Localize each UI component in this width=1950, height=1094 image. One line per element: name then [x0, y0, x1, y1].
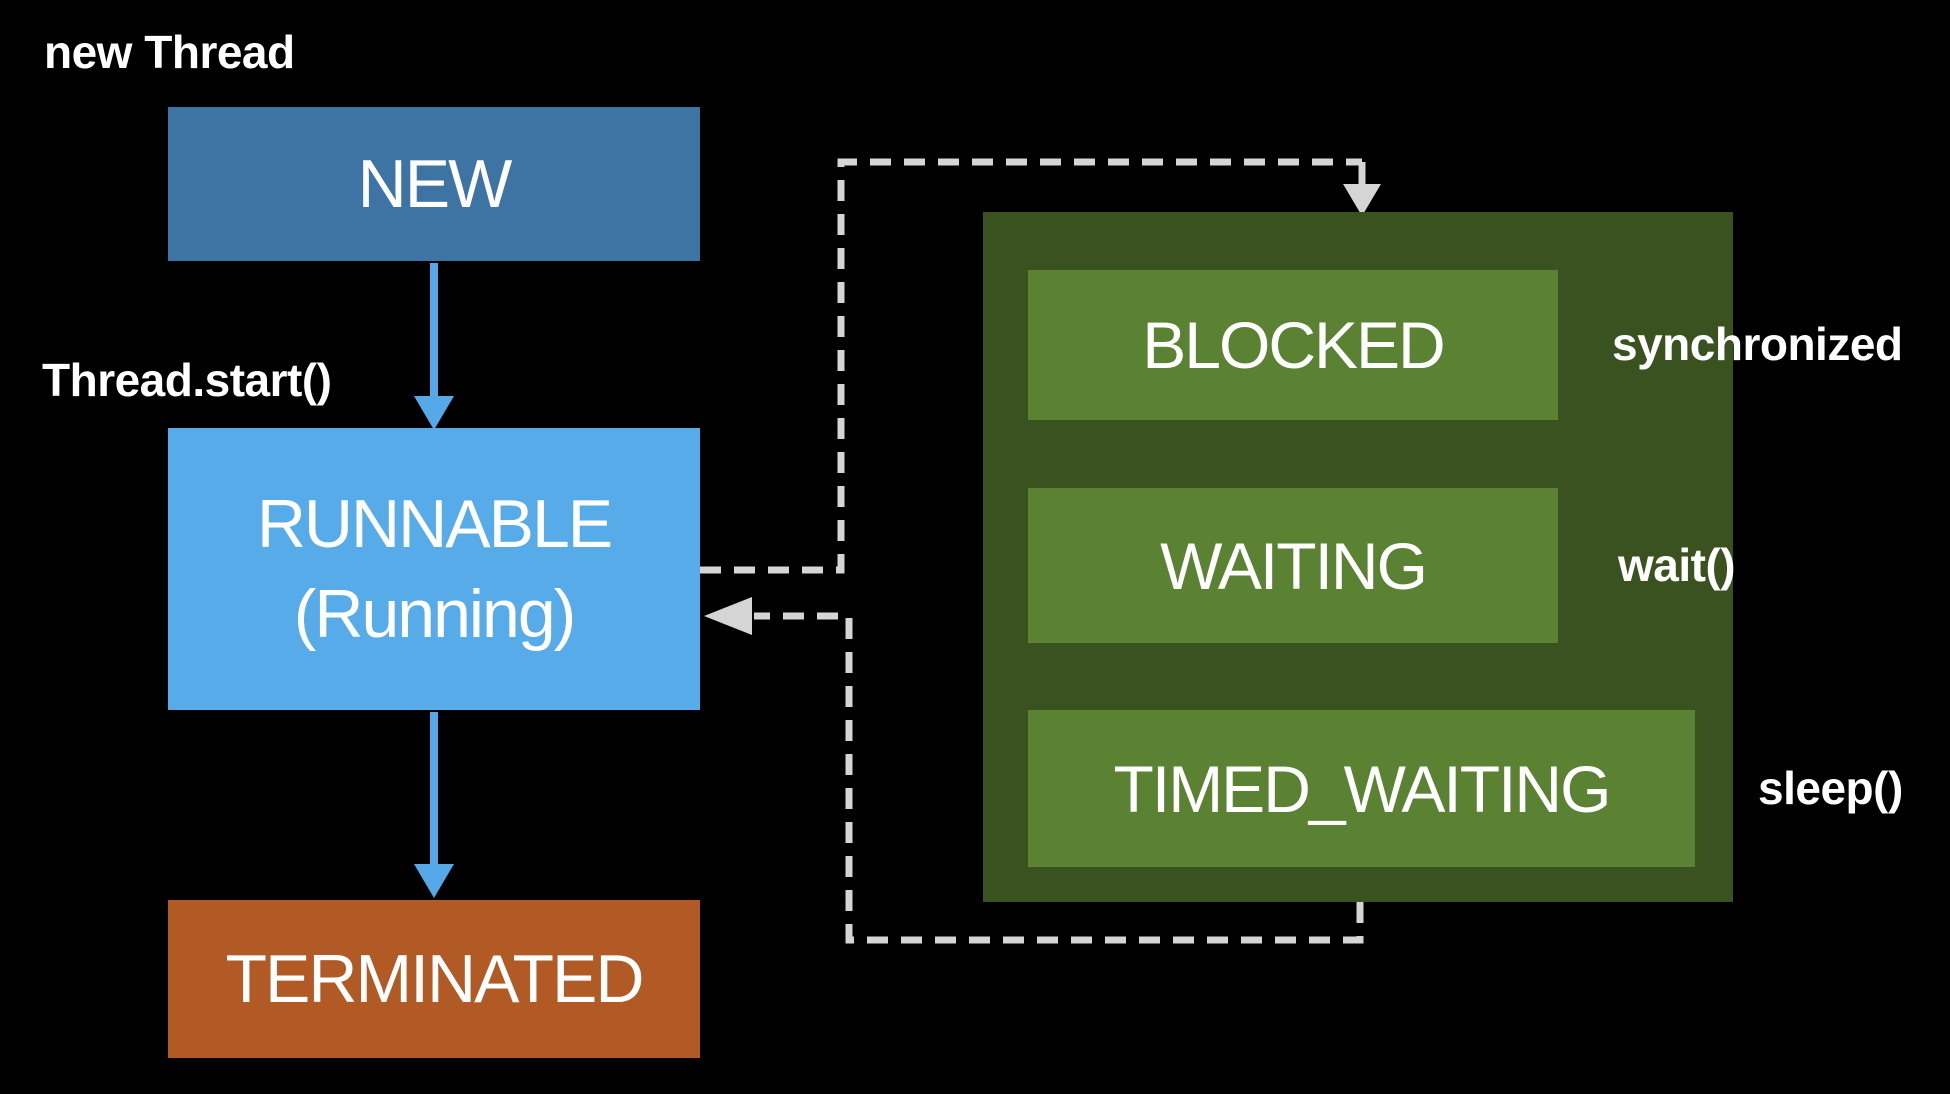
- state-box-waiting: WAITING: [1028, 488, 1558, 643]
- state-label-waiting: WAITING: [1160, 528, 1428, 603]
- arrow-runnable-to-terminated-head: [414, 864, 454, 898]
- arrow-new-to-runnable-head: [414, 396, 454, 430]
- state-box-blocked: BLOCKED: [1028, 270, 1558, 420]
- state-box-new: NEW: [168, 107, 700, 261]
- state-box-timed-waiting: TIMED_WAITING: [1028, 710, 1695, 867]
- thread-start-label: Thread.start(): [42, 354, 332, 406]
- state-label-blocked: BLOCKED: [1142, 308, 1445, 382]
- wait-annotation-label: wait(): [1618, 539, 1736, 591]
- state-label-runnable-line2: (Running): [293, 576, 577, 652]
- state-label-new: NEW: [357, 146, 513, 222]
- state-label-timed-waiting: TIMED_WAITING: [1113, 751, 1612, 826]
- new-thread-label: new Thread: [44, 26, 295, 78]
- synchronized-annotation-label: synchronized: [1612, 318, 1903, 370]
- state-box-terminated: TERMINATED: [168, 900, 700, 1058]
- state-label-terminated: TERMINATED: [225, 941, 645, 1017]
- state-label-runnable-line1: RUNNABLE: [256, 486, 613, 562]
- sleep-annotation-label: sleep(): [1758, 762, 1903, 814]
- state-box-runnable: RUNNABLE (Running): [168, 428, 700, 710]
- arrow-into-runnable-head: [704, 597, 752, 635]
